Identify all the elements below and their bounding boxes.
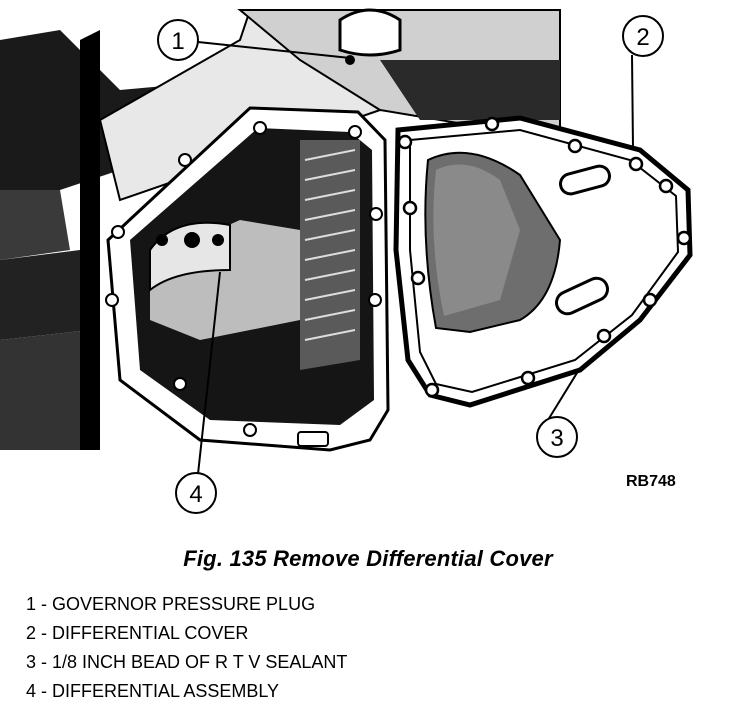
differential-cover [393, 115, 693, 408]
legend-item: 2 - DIFFERENTIAL COVER [26, 623, 249, 643]
callout-2-number: 2 [636, 24, 649, 51]
callout-1-number: 1 [171, 28, 184, 55]
transmission-illustration: 1 2 3 4 RB748 [0, 8, 693, 514]
parts-legend: 1 - GOVERNOR PRESSURE PLUG 2 - DIFFERENT… [26, 590, 347, 706]
callout-2: 2 [622, 15, 664, 57]
callout-1: 1 [157, 19, 199, 61]
callout-3: 3 [536, 416, 578, 458]
figure-caption: Fig. 135 Remove Differential Cover [183, 546, 553, 571]
legend-item: 3 - 1/8 INCH BEAD OF R T V SEALANT [26, 652, 348, 672]
figure-reference-code: RB748 [626, 473, 676, 490]
callout-4: 4 [175, 472, 217, 514]
case-flange [105, 106, 390, 452]
transmission-housing [0, 8, 561, 450]
legend-item: 4 - DIFFERENTIAL ASSEMBLY [26, 681, 280, 701]
callout-3-number: 3 [550, 425, 563, 452]
leader-lines [197, 41, 634, 475]
callout-4-number: 4 [189, 481, 202, 508]
legend-item: 1 - GOVERNOR PRESSURE PLUG [26, 594, 316, 614]
